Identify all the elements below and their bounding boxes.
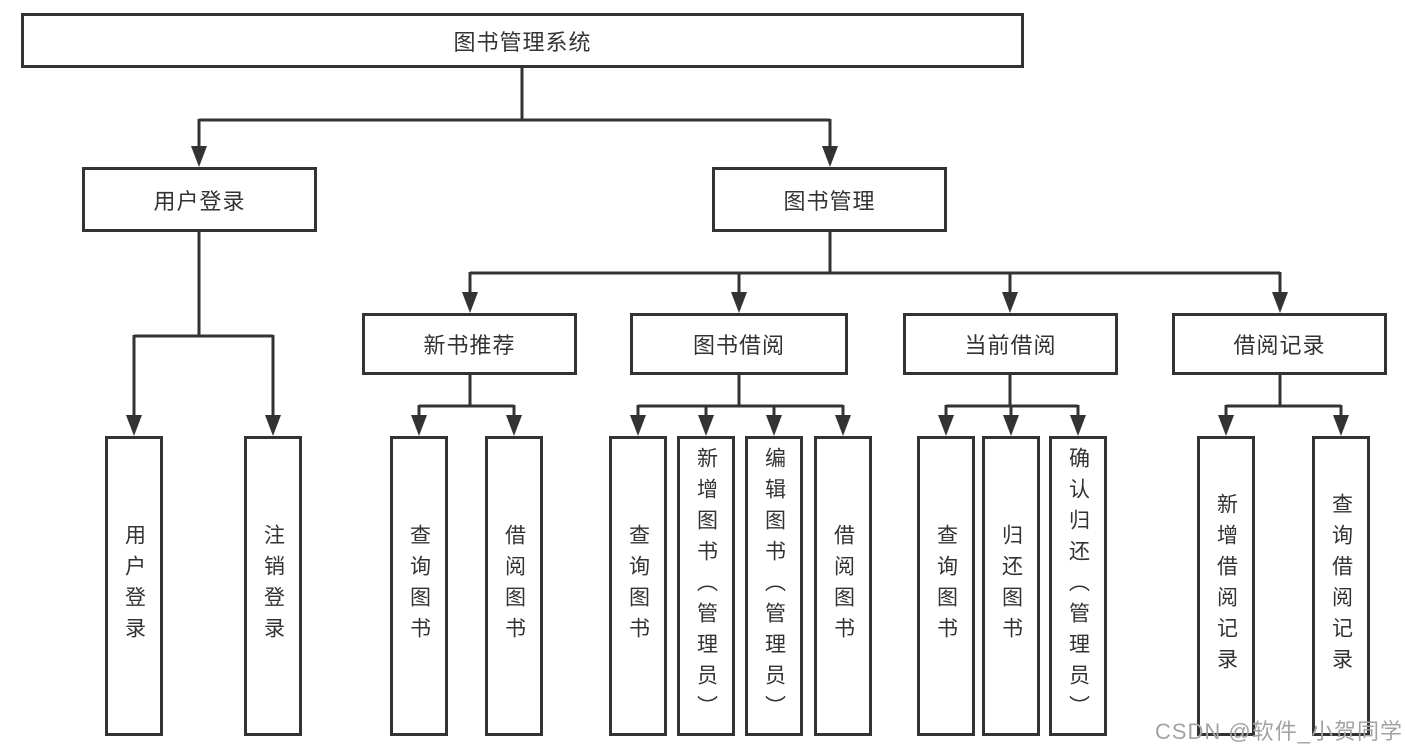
node-label: 确认归还（管理员） bbox=[1066, 446, 1090, 726]
arrowhead-down-icon bbox=[766, 415, 782, 436]
arrowhead-down-icon bbox=[731, 292, 747, 313]
leaf-edit-books-admin: 编辑图书（管理员） bbox=[745, 436, 803, 736]
node-label: 借阅图书 bbox=[502, 524, 526, 648]
node-label: 用户登录 bbox=[153, 188, 246, 214]
arrowhead-down-icon bbox=[462, 292, 478, 313]
arrowhead-down-icon bbox=[1002, 292, 1018, 313]
node-label: 编辑图书（管理员） bbox=[762, 446, 786, 726]
leaf-user-login: 用户登录 bbox=[105, 436, 163, 736]
node-label: 用户登录 bbox=[122, 524, 146, 648]
leaf-query-books-current: 查询图书 bbox=[917, 436, 975, 736]
arrowhead-down-icon bbox=[1003, 415, 1019, 436]
node-label: 查询图书 bbox=[626, 524, 650, 648]
connector-new-book-children bbox=[411, 375, 522, 436]
leaf-return-books: 归还图书 bbox=[982, 436, 1040, 736]
leaf-query-books-recommend: 查询图书 bbox=[390, 436, 448, 736]
node-label: 归还图书 bbox=[999, 524, 1023, 648]
node-book-borrow: 图书借阅 bbox=[630, 313, 848, 375]
connector-root-to-level2 bbox=[191, 68, 838, 167]
node-label: 图书借阅 bbox=[692, 333, 785, 358]
arrowhead-down-icon bbox=[265, 415, 281, 436]
leaf-query-borrow-record: 查询借阅记录 bbox=[1312, 436, 1370, 736]
arrowhead-down-icon bbox=[191, 146, 207, 167]
node-borrow-records: 借阅记录 bbox=[1172, 313, 1387, 375]
arrowhead-down-icon bbox=[1070, 415, 1086, 436]
connector-current-borrow-children bbox=[938, 375, 1086, 436]
node-library-system: 图书管理系统 bbox=[21, 13, 1024, 68]
leaf-confirm-return-admin: 确认归还（管理员） bbox=[1049, 436, 1107, 736]
node-label: 图书管理系统 bbox=[453, 29, 592, 55]
node-label: 查询图书 bbox=[407, 524, 431, 648]
arrowhead-down-icon bbox=[835, 415, 851, 436]
node-label: 借阅图书 bbox=[831, 524, 855, 648]
arrowhead-down-icon bbox=[1272, 292, 1288, 313]
node-user-login: 用户登录 bbox=[82, 167, 317, 232]
leaf-query-books-borrow: 查询图书 bbox=[609, 436, 667, 736]
arrowhead-down-icon bbox=[1333, 415, 1349, 436]
node-label: 借阅记录 bbox=[1233, 333, 1326, 358]
arrowhead-down-icon bbox=[698, 415, 714, 436]
csdn-watermark: CSDN @软件_小贺同学 bbox=[1154, 719, 1403, 744]
node-label: 新增借阅记录 bbox=[1214, 493, 1238, 679]
leaf-borrow-books: 借阅图书 bbox=[814, 436, 872, 736]
node-label: 图书管理 bbox=[783, 188, 876, 214]
arrowhead-down-icon bbox=[506, 415, 522, 436]
leaf-borrow-books-recommend: 借阅图书 bbox=[485, 436, 543, 736]
connector-borrow-records-children bbox=[1218, 375, 1349, 436]
leaf-logout-login: 注销登录 bbox=[244, 436, 302, 736]
arrowhead-down-icon bbox=[938, 415, 954, 436]
connector-user-login-children bbox=[126, 232, 281, 436]
node-label: 当前借阅 bbox=[964, 333, 1057, 358]
node-label: 新增图书（管理员） bbox=[694, 446, 718, 726]
node-label: 查询借阅记录 bbox=[1329, 493, 1353, 679]
node-current-borrow: 当前借阅 bbox=[903, 313, 1118, 375]
arrowhead-down-icon bbox=[822, 146, 838, 167]
node-label: 新书推荐 bbox=[423, 333, 516, 358]
node-label: 注销登录 bbox=[261, 524, 285, 648]
node-book-management: 图书管理 bbox=[712, 167, 947, 232]
arrowhead-down-icon bbox=[1218, 415, 1234, 436]
leaf-add-borrow-record: 新增借阅记录 bbox=[1197, 436, 1255, 736]
node-label: 查询图书 bbox=[934, 524, 958, 648]
leaf-add-books-admin: 新增图书（管理员） bbox=[677, 436, 735, 736]
arrowhead-down-icon bbox=[630, 415, 646, 436]
arrowhead-down-icon bbox=[126, 415, 142, 436]
arrowhead-down-icon bbox=[411, 415, 427, 436]
node-new-book-recommend: 新书推荐 bbox=[362, 313, 577, 375]
connector-book-borrow-children bbox=[630, 375, 851, 436]
connector-book-management-children bbox=[462, 232, 1288, 313]
